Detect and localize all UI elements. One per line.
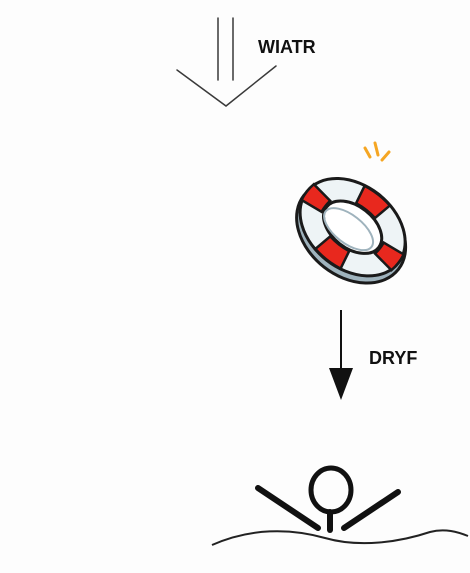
- drift-label: DRYF: [369, 348, 417, 368]
- wind-arrow-icon: [177, 18, 276, 106]
- water-wave: [212, 530, 468, 545]
- wind-label: WIATR: [258, 37, 316, 57]
- drift-arrow-icon: [329, 310, 353, 400]
- lifebuoy-icon: [277, 143, 428, 304]
- spark-icon: [365, 143, 389, 160]
- person-in-water-icon: [258, 468, 398, 530]
